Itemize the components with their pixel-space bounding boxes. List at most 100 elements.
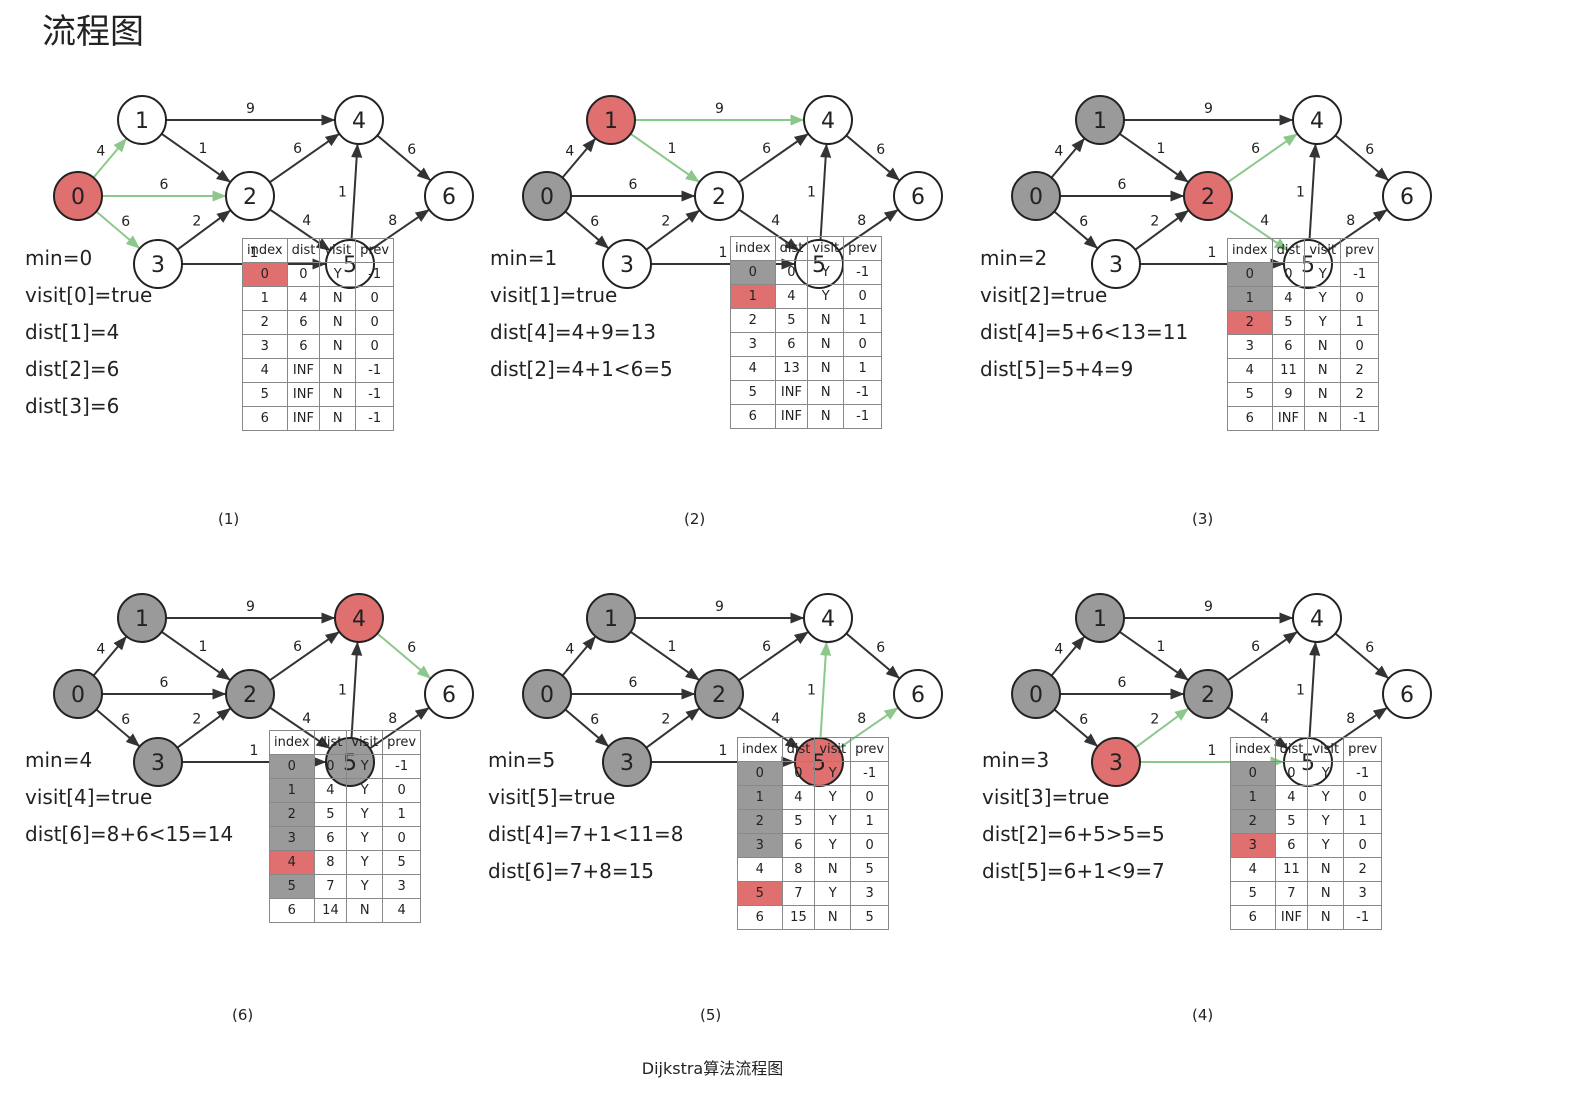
column-header: dist xyxy=(774,236,809,261)
table-cell: -1 xyxy=(1340,406,1380,431)
note-line: dist[4]=4+9=13 xyxy=(490,320,657,344)
table-cell: 3 xyxy=(737,833,783,858)
table-cell: -1 xyxy=(355,358,395,383)
svg-text:4: 4 xyxy=(821,607,835,632)
note-line: min=2 xyxy=(980,246,1048,270)
figure-caption: Dijkstra算法流程图 xyxy=(641,1059,784,1078)
edge-weight: 4 xyxy=(771,213,780,229)
table-cell: 5 xyxy=(313,802,348,827)
table-cell: -1 xyxy=(843,260,883,285)
table-cell: 5 xyxy=(1271,310,1306,335)
table-cell: 0 xyxy=(1274,761,1309,786)
edge-weight: 1 xyxy=(338,184,347,200)
column-header: visit xyxy=(1307,737,1345,762)
edge-weight: 2 xyxy=(192,213,201,229)
table-cell: 3 xyxy=(242,334,288,359)
node-3: 3 xyxy=(602,239,652,289)
column-header: dist xyxy=(286,238,321,263)
table-cell: 1 xyxy=(843,308,883,333)
edge-weight: 6 xyxy=(293,639,302,655)
edge-weight: 6 xyxy=(590,214,599,230)
table-cell: -1 xyxy=(355,406,395,431)
note-line: dist[2]=6 xyxy=(25,357,120,381)
svg-text:6: 6 xyxy=(442,185,456,210)
edge-0-3 xyxy=(1053,708,1099,747)
edge-weight: 4 xyxy=(1054,641,1063,657)
edge-weight: 6 xyxy=(629,675,638,691)
table-cell: Y xyxy=(1307,833,1345,858)
table-cell: INF xyxy=(1274,905,1309,930)
edge-weight: 1 xyxy=(807,682,816,698)
edge-0-1 xyxy=(561,138,596,179)
node-4: 4 xyxy=(334,593,384,643)
edge-1-2 xyxy=(1119,630,1189,681)
table-cell: -1 xyxy=(843,380,883,405)
page-title: 流程图 xyxy=(42,12,144,52)
edge-5-4 xyxy=(350,143,363,241)
edge-weight: 2 xyxy=(192,711,201,727)
edge-3-2 xyxy=(645,210,701,251)
node-0: 0 xyxy=(53,669,103,719)
table-cell: Y xyxy=(1307,785,1345,810)
node-1: 1 xyxy=(117,593,167,643)
table-cell: 6 xyxy=(313,826,348,851)
table-cell: 9 xyxy=(1271,382,1306,407)
node-6: 6 xyxy=(1382,669,1432,719)
column-header: prev xyxy=(850,737,890,762)
table-cell: -1 xyxy=(1343,761,1383,786)
svg-text:0: 0 xyxy=(540,683,554,708)
note-line: dist[6]=8+6<15=14 xyxy=(25,822,234,846)
note-line: visit[1]=true xyxy=(490,283,618,307)
node-0: 0 xyxy=(522,171,572,221)
node-6: 6 xyxy=(893,171,943,221)
table-cell: 4 xyxy=(1227,358,1273,383)
note-line: min=5 xyxy=(488,748,556,772)
node-3: 3 xyxy=(1091,737,1141,787)
edge-weight: 6 xyxy=(293,141,302,157)
edge-weight: 1 xyxy=(1296,184,1305,200)
edge-weight: 6 xyxy=(407,640,416,656)
node-4: 4 xyxy=(803,95,853,145)
edge-weight: 4 xyxy=(1054,143,1063,159)
table-cell: 6 xyxy=(286,334,321,359)
edge-5-4 xyxy=(819,641,832,739)
edge-0-1 xyxy=(92,138,127,179)
table-cell: INF xyxy=(1271,406,1306,431)
step-caption: (1) xyxy=(218,510,240,528)
table-cell: 0 xyxy=(382,826,422,851)
table-cell: 0 xyxy=(850,833,890,858)
table-cell: 6 xyxy=(1271,334,1306,359)
edge-2-4 xyxy=(738,631,809,682)
table-cell: INF xyxy=(286,382,321,407)
svg-text:2: 2 xyxy=(712,683,726,708)
note-line: dist[5]=6+1<9=7 xyxy=(982,859,1165,883)
table-cell: 1 xyxy=(269,778,315,803)
table-cell: 5 xyxy=(781,809,816,834)
svg-text:4: 4 xyxy=(1310,607,1324,632)
edge-0-1 xyxy=(1050,138,1085,179)
node-3: 3 xyxy=(133,737,183,787)
edge-weight: 2 xyxy=(1150,213,1159,229)
table-cell: 3 xyxy=(850,881,890,906)
column-header: prev xyxy=(355,238,395,263)
table-cell: N xyxy=(807,332,845,357)
svg-text:3: 3 xyxy=(151,751,165,776)
edge-0-3 xyxy=(1053,210,1099,249)
node-6: 6 xyxy=(893,669,943,719)
